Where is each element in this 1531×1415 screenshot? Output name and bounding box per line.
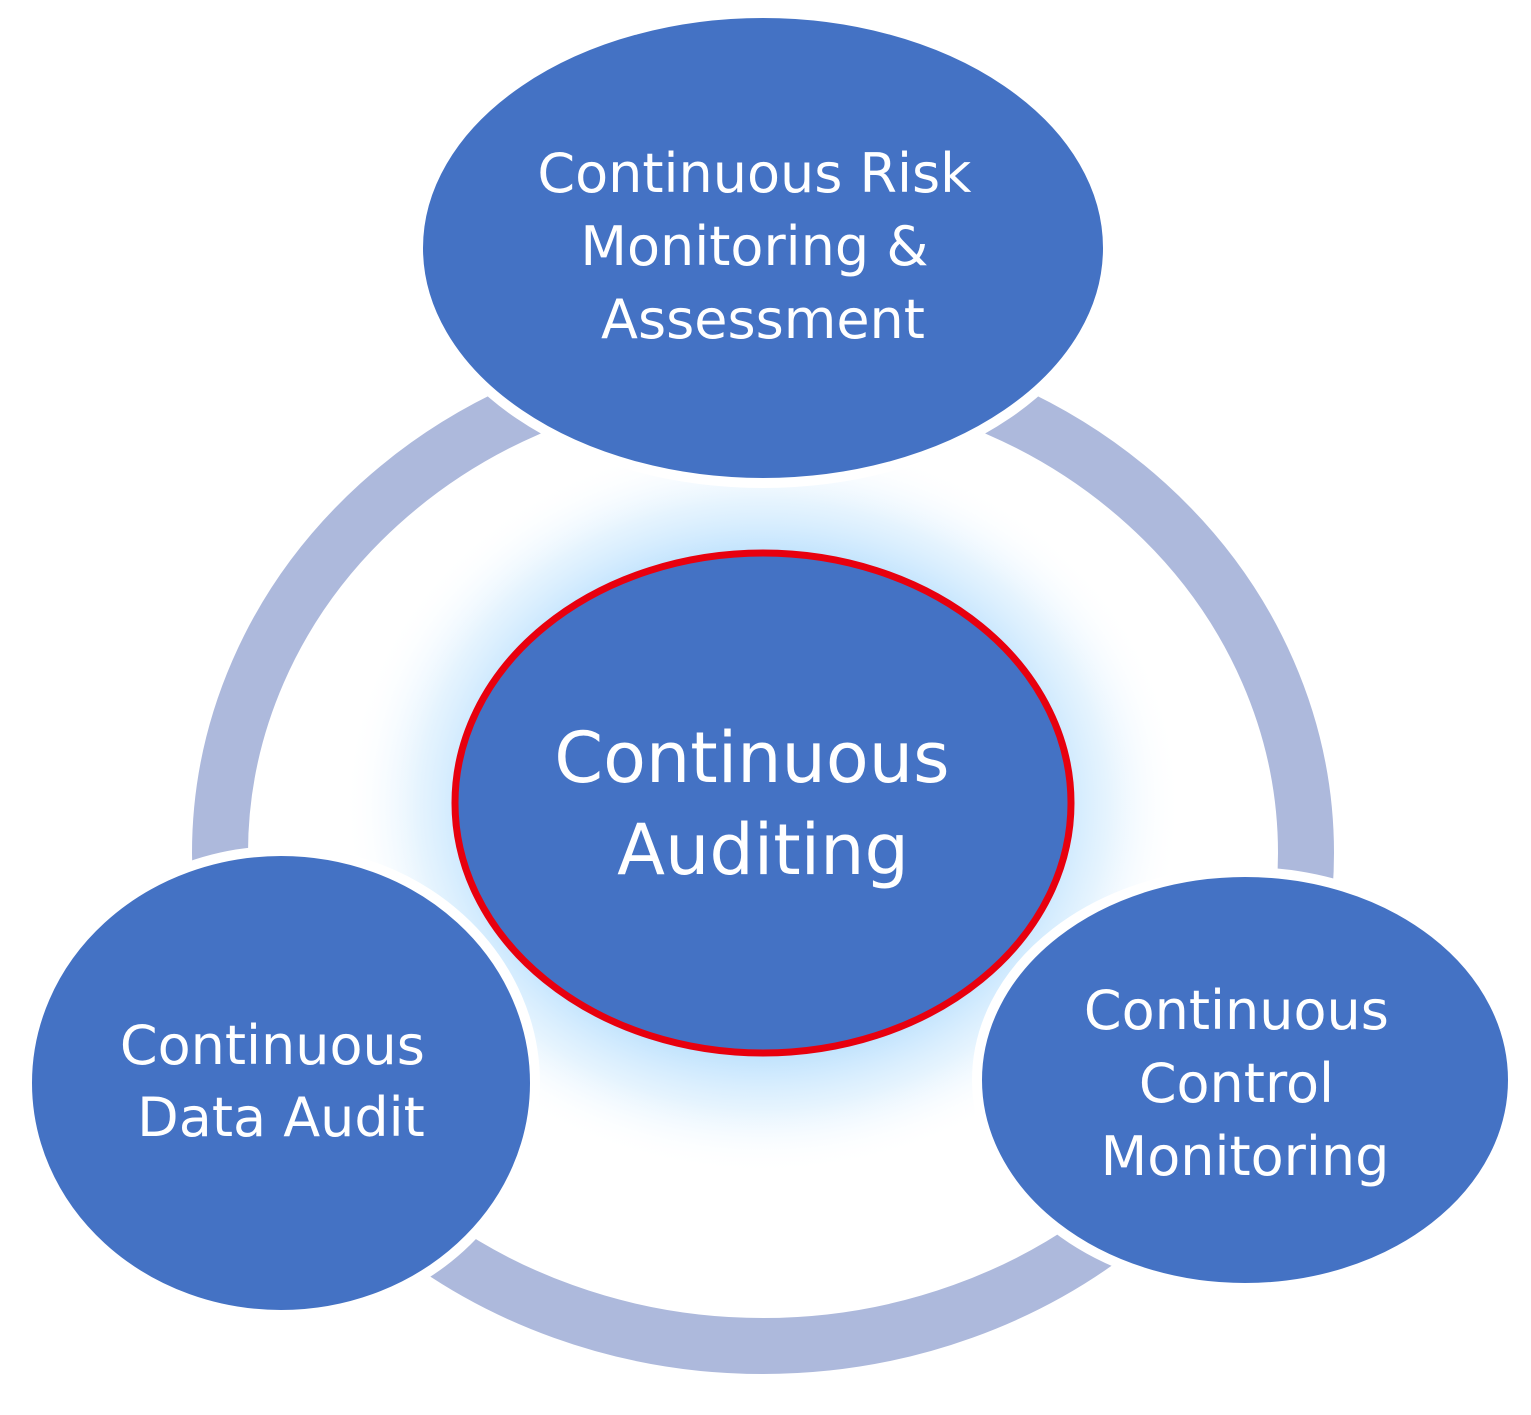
data-audit-label-line-1: Continuous: [120, 1014, 425, 1077]
center-node-shape: [451, 549, 1075, 1057]
risk-label-line-1: Continuous Risk: [537, 142, 972, 205]
control-label-line-2: Control: [1139, 1052, 1334, 1115]
data-audit-node: Continuous Data Audit: [22, 846, 540, 1320]
center-label-line-1: Continuous: [554, 717, 949, 799]
control-label-line-3: Monitoring: [1101, 1125, 1390, 1188]
data-audit-node-label: Continuous Data Audit: [120, 1014, 442, 1149]
control-node-shape: [972, 867, 1518, 1293]
center-label-line-2: Auditing: [617, 809, 909, 891]
risk-node: Continuous Risk Monitoring & Assessment: [413, 8, 1113, 488]
control-node-label: Continuous Control Monitoring: [1084, 979, 1406, 1188]
data-audit-node-shape: [22, 846, 540, 1320]
center-node: Continuous Auditing: [451, 549, 1075, 1057]
control-label-line-1: Continuous: [1084, 979, 1389, 1042]
center-node-label: Continuous Auditing: [554, 717, 972, 891]
risk-node-label: Continuous Risk Monitoring & Assessment: [537, 142, 988, 351]
risk-node-shape: [413, 8, 1113, 488]
risk-label-line-3: Assessment: [601, 288, 925, 351]
risk-label-line-2: Monitoring &: [580, 215, 928, 278]
control-node: Continuous Control Monitoring: [972, 867, 1518, 1293]
data-audit-label-line-2: Data Audit: [137, 1086, 425, 1149]
